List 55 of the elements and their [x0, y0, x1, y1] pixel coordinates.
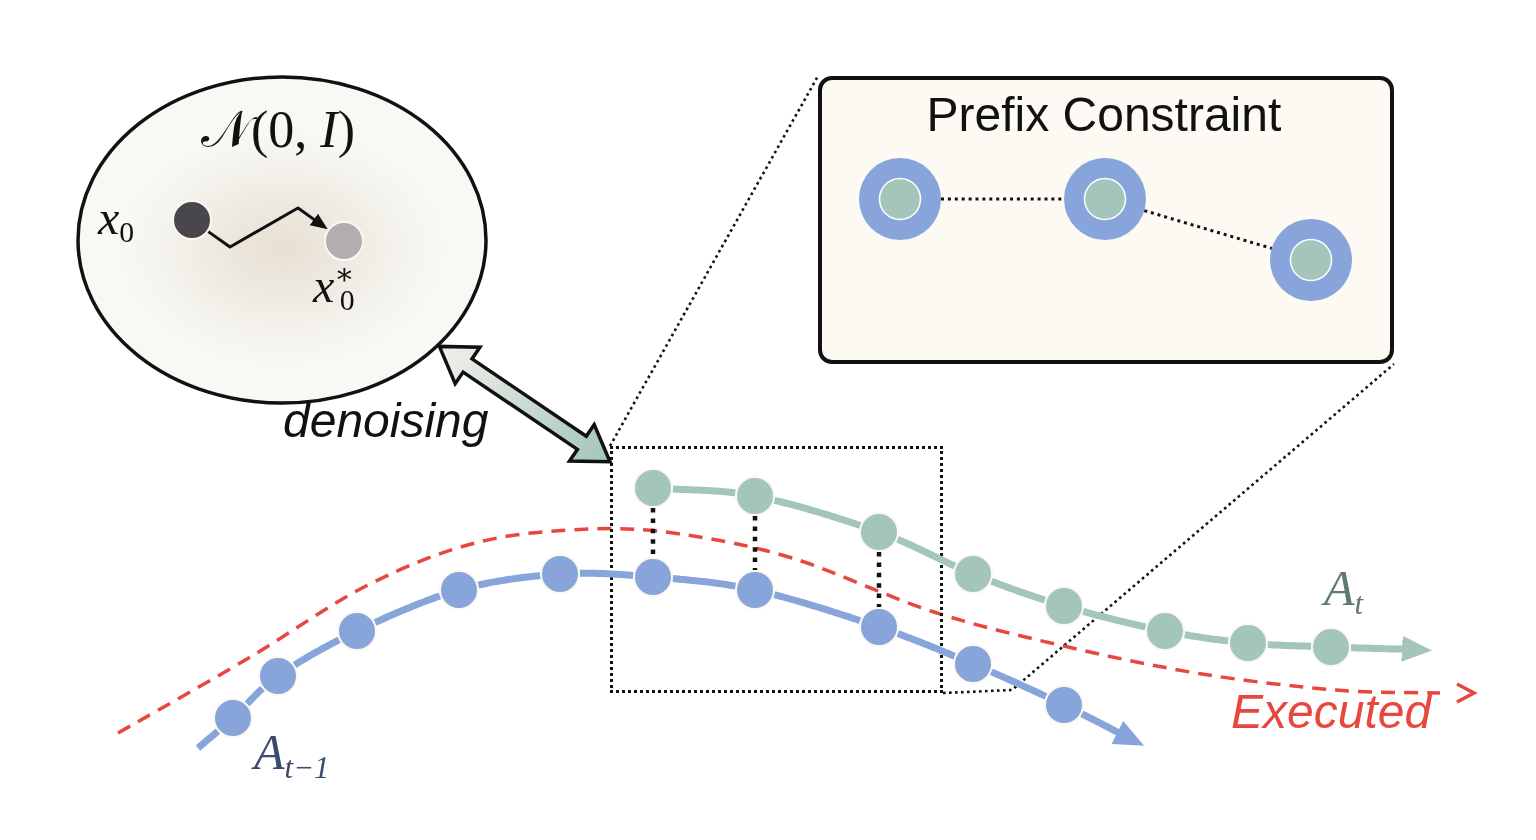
- trajectory-point: [735, 570, 775, 610]
- trajectory-point: [258, 656, 298, 696]
- trajectory-point: [337, 611, 377, 651]
- trajectory-line: [773, 496, 862, 529]
- trajectory-line: [1183, 631, 1230, 645]
- dotted-line: [941, 197, 1064, 201]
- ring-point: [1270, 219, 1352, 301]
- trajectory-point: [1145, 611, 1185, 651]
- trajectory-line: [990, 578, 1047, 604]
- trajectory-point: [1228, 623, 1268, 663]
- edge-label: denoising: [283, 397, 489, 445]
- trajectory-line: [896, 536, 957, 570]
- trajectory-point: [953, 554, 993, 594]
- trajectory-line: [477, 572, 541, 589]
- trajectory-point: [735, 476, 775, 516]
- distribution-label: 𝒩(0, I): [201, 104, 355, 156]
- trajectory-point: [1044, 586, 1084, 626]
- arrow: [207, 206, 328, 249]
- ring-point: [1064, 158, 1146, 240]
- trajectory-line: [1082, 608, 1147, 631]
- dotted-line: [1143, 209, 1273, 250]
- trajectory-label: Executed: [1231, 688, 1432, 736]
- trajectory-line: [672, 485, 736, 497]
- double-block-arrow: [436, 344, 613, 464]
- prefix-constraint-panel: [818, 76, 1394, 364]
- trajectory-line: [1266, 641, 1313, 650]
- trajectory-line: [671, 575, 737, 590]
- trajectory-point: [1044, 685, 1084, 725]
- trajectory-line: [990, 668, 1048, 700]
- trajectory-line: [896, 630, 956, 660]
- trajectory-line: [292, 636, 341, 668]
- trajectory-point: [540, 554, 580, 594]
- trajectory-line: [773, 591, 862, 624]
- trajectory-line: [373, 592, 441, 626]
- trajectory-point: [859, 607, 899, 647]
- trajectory-arrow: [1350, 635, 1432, 662]
- dotted-line: [876, 552, 882, 607]
- dotted-line: [650, 508, 656, 557]
- trajectory-line: [244, 685, 266, 707]
- trajectory-arrow: [1080, 710, 1145, 746]
- dotted-line: [942, 363, 1395, 695]
- dotted-line: [752, 516, 758, 570]
- trajectory-point: [633, 468, 673, 508]
- trajectory-line: [195, 728, 221, 751]
- point-label: x$_{0}$: [98, 194, 135, 242]
- trajectory-line: [578, 569, 635, 579]
- panel-title: Prefix Constraint: [926, 91, 1282, 139]
- trajectory-point: [439, 570, 479, 610]
- trajectory-point: [953, 644, 993, 684]
- trajectory-point: [1311, 627, 1351, 667]
- trajectory-point: [213, 698, 253, 738]
- trajectory-point: [859, 512, 899, 552]
- ring-point: [859, 158, 941, 240]
- zoom-region-box: [610, 446, 943, 693]
- trajectory-point: [633, 557, 673, 597]
